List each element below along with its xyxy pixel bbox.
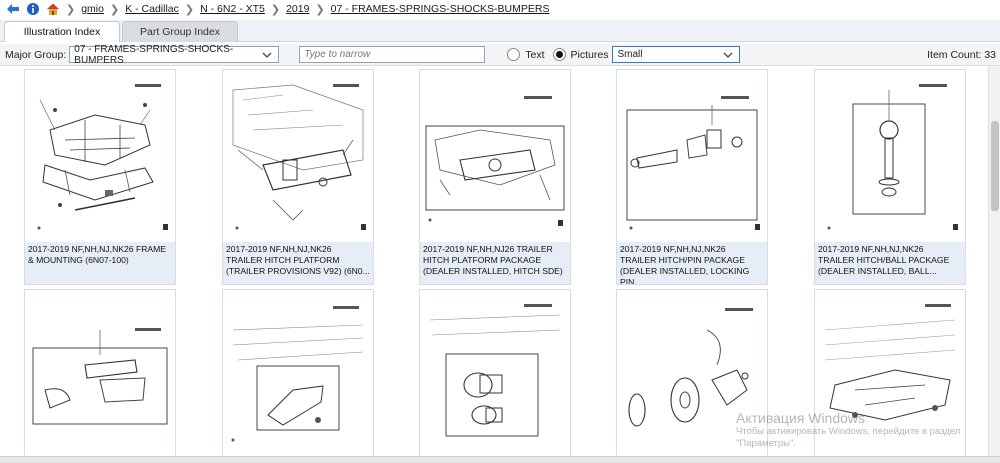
size-value: Small (617, 49, 643, 60)
tab-illustration-index[interactable]: Illustration Index (4, 21, 120, 42)
major-group-select[interactable]: 07 - FRAMES-SPRINGS-SHOCKS-BUMPERS (69, 43, 280, 66)
chevron-right-icon: ❯ (66, 3, 76, 16)
breadcrumb-gmio[interactable]: gmio (81, 3, 104, 15)
back-arrow-icon[interactable] (6, 2, 20, 16)
text-radio-label: Text (525, 48, 545, 61)
filter-bar: Major Group: 07 - FRAMES-SPRINGS-SHOCKS-… (0, 44, 1000, 66)
scrollbar-thumb[interactable] (991, 121, 999, 211)
chevron-down-icon (724, 52, 733, 58)
tab-strip: Illustration Index Part Group Index (0, 20, 1000, 42)
breadcrumb-year[interactable]: 2019 (286, 3, 310, 15)
rear-frame-illustration (815, 290, 965, 456)
breadcrumb-model[interactable]: N - 6N2 - XT5 (200, 3, 265, 15)
info-icon[interactable] (26, 2, 40, 16)
hitch-receiver-illustration (25, 290, 175, 456)
illustration-card[interactable] (616, 289, 768, 456)
card-caption: 2017-2019 NF,NH,NJ,NK26 TRAILER HITCH PL… (223, 242, 373, 284)
illustration-grid: 2017-2019 NF,NH,NJ,NK26 FRAME & MOUNTING… (0, 66, 988, 456)
hitch-ball-package-illustration (815, 70, 965, 240)
illustration-card[interactable]: 2017-2019 NF,NH,NJ,NK26 FRAME & MOUNTING… (24, 69, 176, 285)
breadcrumb-group[interactable]: 07 - FRAMES-SPRINGS-SHOCKS-BUMPERS (330, 3, 550, 15)
chevron-right-icon: ❯ (184, 3, 195, 16)
illustration-card[interactable]: 2017-2019 NF,NH,NJ,NK26 TRAILER HITCH/PI… (616, 69, 768, 285)
chevron-right-icon: ❯ (109, 3, 120, 16)
text-radio[interactable] (507, 48, 521, 61)
chevron-right-icon: ❯ (315, 3, 325, 16)
chevron-down-icon (262, 52, 272, 58)
illustration-card[interactable] (222, 289, 374, 456)
trailer-hitch-platform-illustration (223, 70, 373, 240)
breadcrumb: ❯ gmio ❯ K - Cadillac ❯ N - 6N2 - XT5 ❯ … (0, 0, 1000, 18)
wheel-hub-illustration (617, 290, 767, 456)
illustration-card[interactable] (814, 289, 966, 456)
frame-mounting-illustration (25, 70, 175, 240)
home-icon[interactable] (46, 2, 60, 16)
narrow-input[interactable]: Type to narrow (299, 46, 486, 63)
illustration-card[interactable]: 2017-2019 NF,NH,NJ,NK26 TRAILER HITCH PL… (222, 69, 374, 285)
hitch-cover-illustration (420, 290, 570, 456)
illustration-card[interactable]: 2017-2019 NF,NH,NJ,NK26 TRAILER HITCH/BA… (814, 69, 966, 285)
major-group-label: Major Group: (5, 48, 67, 61)
card-caption: 2017-2019 NF,NH,NJ,NK26 FRAME & MOUNTING… (25, 242, 175, 284)
bottom-splitter[interactable] (0, 456, 1000, 463)
pictures-radio-label: Pictures (570, 48, 609, 61)
tab-part-group-index[interactable]: Part Group Index (122, 21, 238, 42)
major-group-value: 07 - FRAMES-SPRINGS-SHOCKS-BUMPERS (74, 43, 234, 66)
card-caption: 2017-2019 NF,NH,NJ,NK26 TRAILER HITCH/BA… (815, 242, 965, 284)
item-count: Item Count: 33 (927, 48, 996, 61)
card-caption: 2017-2019 NF,NH,NJ,NK26 TRAILER HITCH/PI… (617, 242, 767, 284)
illustration-card[interactable] (24, 289, 176, 456)
chevron-right-icon: ❯ (270, 3, 281, 16)
pictures-radio[interactable] (552, 48, 566, 61)
size-select[interactable]: Small (612, 46, 741, 63)
illustration-card[interactable]: 2017-2019 NF,NH,NJ26 TRAILER HITCH PLATF… (419, 69, 571, 285)
breadcrumb-cadillac[interactable]: K - Cadillac (125, 3, 179, 15)
illustration-card[interactable] (419, 289, 571, 456)
hitch-pin-package-illustration (617, 70, 767, 240)
bumper-trim-illustration (223, 290, 373, 456)
hitch-platform-package-illustration (420, 70, 570, 240)
vertical-scrollbar[interactable] (988, 66, 1000, 456)
card-caption: 2017-2019 NF,NH,NJ26 TRAILER HITCH PLATF… (420, 242, 570, 284)
